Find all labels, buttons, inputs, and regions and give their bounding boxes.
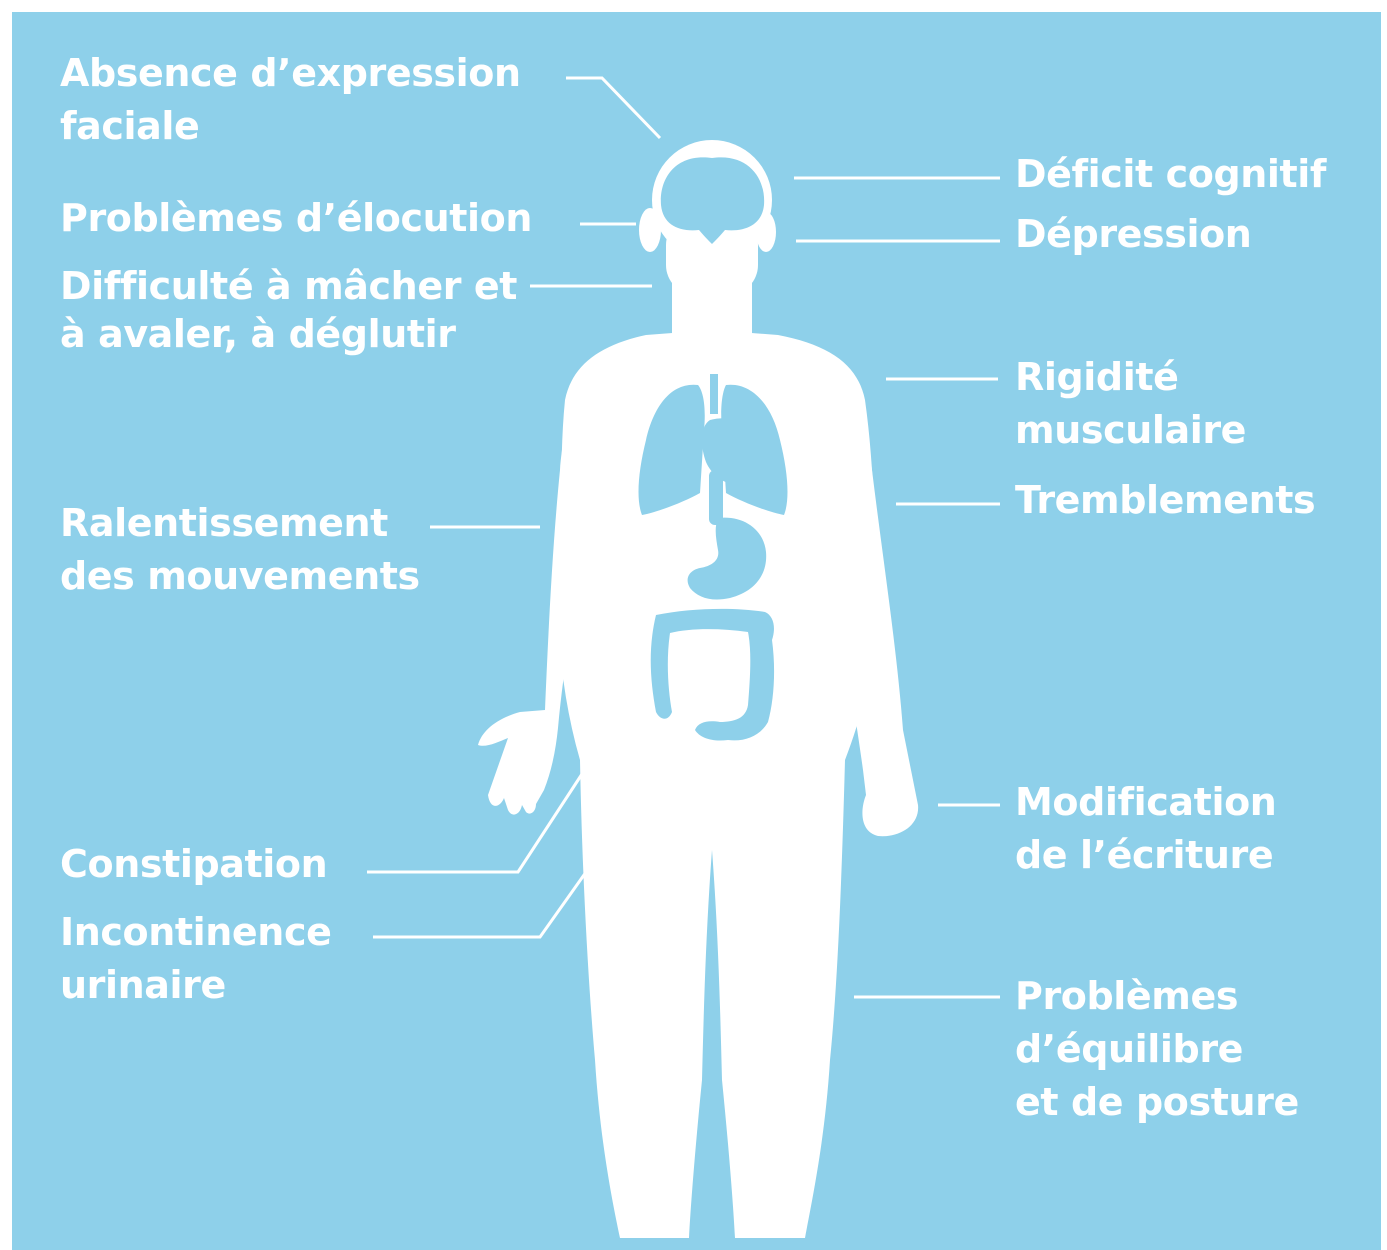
label-rigidity-line1: Rigidité [1015, 351, 1246, 404]
esophagus [709, 470, 723, 525]
trachea [710, 374, 718, 414]
label-balance-posture: Problèmes d’équilibre et de posture [1015, 970, 1299, 1129]
label-swallow-line1: Difficulté à mâcher et [60, 262, 517, 310]
label-incontinence: Incontinence urinaire [60, 906, 331, 1012]
label-slowness-line1: Ralentissement [60, 497, 420, 550]
label-incontinence-line2: urinaire [60, 959, 331, 1012]
label-speech-problems: Problèmes d’élocution [60, 192, 532, 245]
label-tremor-line1: Tremblements [1015, 474, 1315, 527]
label-balance-line1: Problèmes [1015, 970, 1299, 1023]
label-facial-line1: Absence d’expression [60, 47, 521, 100]
label-slowness-line2: des mouvements [60, 550, 420, 603]
label-balance-line3: et de posture [1015, 1076, 1299, 1129]
label-muscle-rigidity: Rigidité musculaire [1015, 351, 1246, 457]
label-slowness: Ralentissement des mouvements [60, 497, 420, 603]
left-ear [639, 208, 661, 252]
label-facial-expression: Absence d’expression faciale [60, 47, 521, 153]
label-depression: Dépression [1015, 208, 1251, 261]
label-cognitive-deficit: Déficit cognitif [1015, 148, 1326, 201]
label-constipation: Constipation [60, 838, 327, 891]
label-handwriting-line1: Modification [1015, 776, 1276, 829]
label-depression-line1: Dépression [1015, 208, 1251, 261]
label-swallowing: Difficulté à mâcher et à avaler, à déglu… [60, 262, 517, 358]
label-swallow-line2: à avaler, à déglutir [60, 310, 517, 358]
label-constipation-line1: Constipation [60, 838, 327, 891]
label-balance-line2: d’équilibre [1015, 1023, 1299, 1076]
label-tremor: Tremblements [1015, 474, 1315, 527]
label-handwriting: Modification de l’écriture [1015, 776, 1276, 882]
label-facial-line2: faciale [60, 100, 521, 153]
label-cognitive-line1: Déficit cognitif [1015, 148, 1326, 201]
label-handwriting-line2: de l’écriture [1015, 829, 1276, 882]
label-rigidity-line2: musculaire [1015, 404, 1246, 457]
label-speech-line1: Problèmes d’élocution [60, 192, 532, 245]
label-incontinence-line1: Incontinence [60, 906, 331, 959]
diagram-panel: Absence d’expression faciale Problèmes d… [12, 12, 1381, 1250]
